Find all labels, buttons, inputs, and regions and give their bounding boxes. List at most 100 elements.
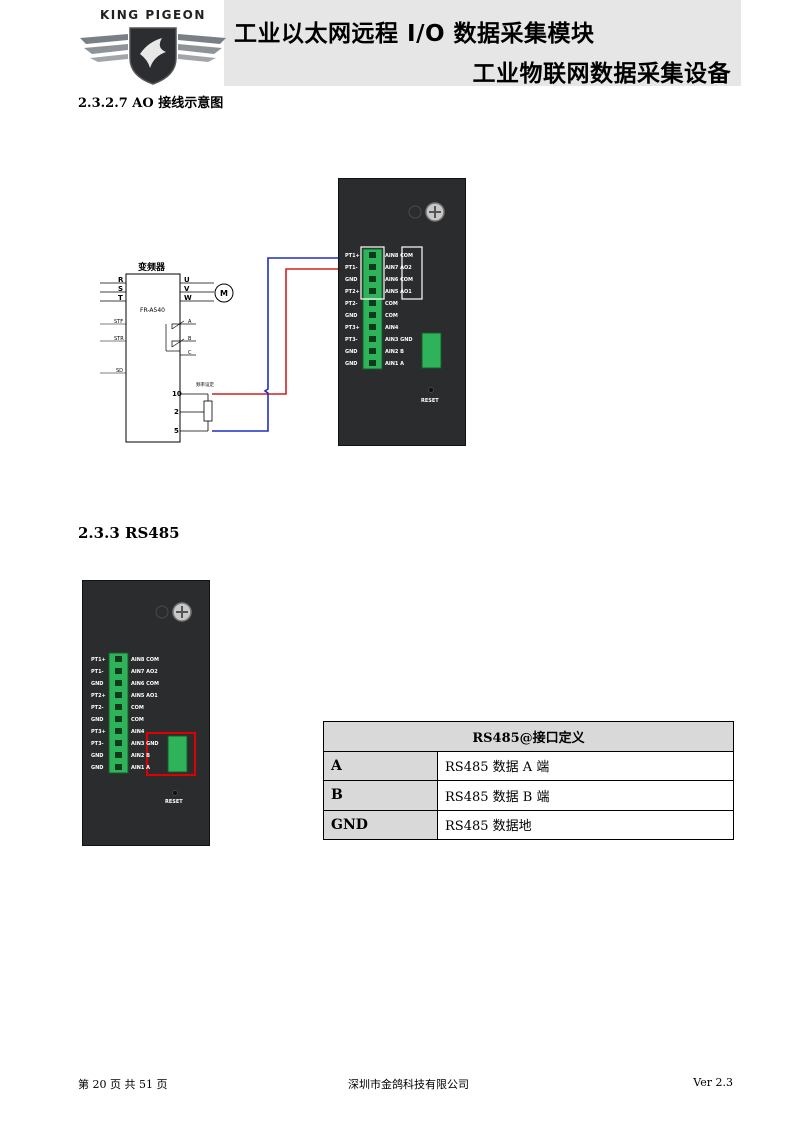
terminal-right-label: AIN5 AO1	[385, 289, 412, 295]
terminal-stf-label: STF	[114, 319, 123, 325]
company-logo: KING PIGEON	[78, 6, 228, 86]
terminal-left-label: GND	[345, 313, 357, 319]
terminal-screw-slot	[369, 252, 376, 258]
terminal-left-label: PT1-	[91, 669, 104, 675]
terminal-s-label: S	[118, 285, 123, 293]
terminal-screw-slot	[369, 264, 376, 270]
pigeon-logo-icon	[80, 27, 226, 85]
terminal-screw-slot	[115, 704, 122, 710]
ao-wire-blue	[212, 257, 360, 432]
section-title-rs485: 2.3.3 RS485	[78, 524, 180, 542]
terminal-right-label: COM	[131, 717, 144, 723]
terminal-2-label: 2	[174, 408, 179, 416]
pin-name: A	[323, 750, 438, 781]
potentiometer-icon	[203, 400, 213, 422]
logo-text: KING PIGEON	[100, 8, 206, 22]
terminal-right-label: AIN4	[385, 325, 399, 331]
footer-version: Ver 2.3	[693, 1076, 733, 1089]
pin-description: RS485 数据 B 端	[437, 780, 734, 811]
terminal-left-label: PT3+	[91, 729, 106, 735]
terminal-left-label: GND	[91, 753, 103, 759]
pin-name: B	[323, 780, 438, 811]
terminal-right-label: COM	[131, 705, 144, 711]
terminal-screw-slot	[115, 740, 122, 746]
ground-symbol-icon	[408, 205, 422, 219]
terminal-screw-slot	[369, 324, 376, 330]
terminal-10-label: 10	[172, 390, 182, 398]
green-terminal-block	[108, 652, 129, 774]
terminal-right-label: AIN7 AO2	[131, 669, 158, 675]
terminal-left-label: GND	[91, 765, 103, 771]
terminal-right-label: AIN3 GND	[131, 741, 159, 747]
terminal-left-label: PT1+	[345, 253, 360, 259]
table-row: A RS485 数据 A 端	[323, 750, 734, 781]
reset-label: RESET	[421, 398, 439, 404]
reset-hole-icon	[172, 790, 178, 796]
terminal-sd-label: SD	[116, 368, 123, 374]
terminal-str-label: STR	[114, 336, 124, 342]
terminal-right-label: COM	[385, 301, 398, 307]
terminal-screw-slot	[369, 348, 376, 354]
terminal-u-label: U	[184, 276, 190, 284]
pin-description: RS485 数据地	[437, 809, 734, 840]
inverter-relay-contacts	[165, 320, 196, 356]
terminal-t-label: T	[118, 294, 123, 302]
terminal-right-label: AIN5 AO1	[131, 693, 158, 699]
table-row: B RS485 数据 B 端	[323, 780, 734, 811]
terminal-right-label: AIN6 COM	[131, 681, 159, 687]
table-header: RS485@接口定义	[323, 721, 734, 752]
ao-output-highlight-box	[401, 246, 423, 300]
terminal-screw-slot	[369, 300, 376, 306]
terminal-left-label: PT2+	[345, 289, 360, 295]
terminal-left-label: PT3-	[345, 337, 358, 343]
footer-company: 深圳市金鸽科技有限公司	[348, 1078, 469, 1091]
section-title-ao-wiring: 2.3.2.7 AO 接线示意图	[78, 96, 224, 111]
terminal-screw-slot	[369, 312, 376, 318]
table-row: GND RS485 数据地	[323, 809, 734, 840]
terminal-left-label: PT3+	[345, 325, 360, 331]
ao-wire-red	[212, 268, 360, 395]
terminal-screw-slot	[369, 276, 376, 282]
motor-label: M	[220, 289, 228, 298]
pin-name: GND	[323, 809, 438, 840]
motor-icon	[214, 283, 234, 303]
table-header-row: RS485@接口定义	[323, 721, 734, 752]
terminal-screw-slot	[115, 668, 122, 674]
inverter-box	[125, 273, 181, 443]
relay-b-label: B	[188, 336, 192, 342]
inverter-title: 变频器	[138, 261, 166, 273]
inverter-input-terminals: R S T	[100, 276, 126, 302]
terminal-right-label: AIN2 B	[131, 753, 150, 759]
terminal-left-label: GND	[91, 717, 103, 723]
pin-description: RS485 数据 A 端	[437, 750, 734, 781]
relay-a-label: A	[188, 319, 192, 325]
terminal-screw-slot	[115, 716, 122, 722]
terminal-screw-slot	[115, 680, 122, 686]
rs485-highlight-box	[146, 732, 196, 776]
rs485-interface-table: RS485@接口定义 A RS485 数据 A 端 B RS485 数据 B 端…	[323, 721, 734, 840]
terminal-right-label: COM	[385, 313, 398, 319]
ao-wiring-diagram: 变频器 FR-A540 R S T U V W M STF STR SD	[100, 257, 360, 443]
terminal-left-label: PT2-	[345, 301, 358, 307]
terminal-left-label: PT2-	[91, 705, 104, 711]
inverter-left-terminals: STF STR SD	[100, 319, 126, 374]
terminal-right-label: AIN6 COM	[385, 277, 413, 283]
reset-hole-icon	[428, 387, 434, 393]
rs485-terminal-block	[167, 735, 188, 773]
ground-symbol-icon	[155, 605, 169, 619]
terminal-left-label: PT2+	[91, 693, 106, 699]
terminal-right-label: AIN2 B	[385, 349, 404, 355]
inverter-model: FR-A540	[140, 307, 165, 314]
freq-terminals: 10 2 5	[172, 390, 182, 435]
terminal-5-label: 5	[174, 427, 179, 435]
terminal-screw-slot	[115, 752, 122, 758]
terminal-left-label: PT1-	[345, 265, 358, 271]
terminal-screw-slot	[369, 360, 376, 366]
page-header: KING PIGEON 工业以太网远程 I/O 数据采集模块 工业物联网数据采集…	[0, 0, 793, 88]
terminal-left-label: PT3-	[91, 741, 104, 747]
terminal-right-label: AIN8 COM	[131, 657, 159, 663]
terminal-left-label: GND	[91, 681, 103, 687]
